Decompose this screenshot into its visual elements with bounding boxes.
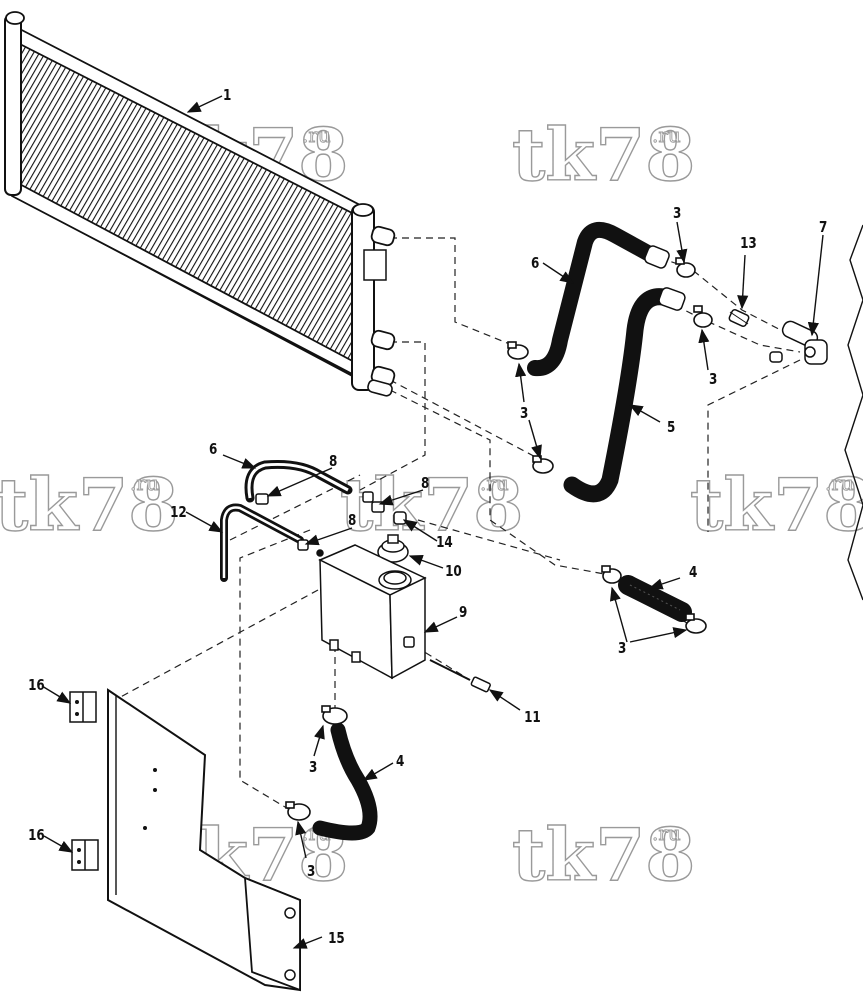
elbow-fitting xyxy=(769,320,828,365)
callout-15: 15 xyxy=(328,930,345,948)
clamp xyxy=(685,613,707,634)
svg-text:.ru: .ru xyxy=(480,471,509,495)
watermark: tk78 .ru xyxy=(689,461,863,547)
small-fittings xyxy=(255,491,407,557)
clamp xyxy=(693,305,713,328)
watermark: tk78 .ru xyxy=(511,111,696,197)
callout-16: 16 xyxy=(28,677,45,695)
callout-5: 5 xyxy=(667,419,675,437)
callout-3: 3 xyxy=(309,759,317,777)
svg-text:.ru: .ru xyxy=(130,471,159,495)
radiator-pipe xyxy=(367,225,396,397)
callout-16: 16 xyxy=(28,827,45,845)
clamp xyxy=(601,565,622,584)
shroud-panel xyxy=(107,688,301,992)
svg-text:.ru: .ru xyxy=(825,471,854,495)
clamp xyxy=(532,455,554,474)
callout-8: 8 xyxy=(348,512,356,530)
callout-8: 8 xyxy=(329,453,337,471)
watermark: tk78 .ru xyxy=(339,461,524,547)
small-fitting xyxy=(297,539,309,551)
svg-text:tk78: tk78 xyxy=(340,462,523,547)
hose-formed-upper xyxy=(527,221,670,377)
clamp xyxy=(675,257,696,278)
hinge-bracket xyxy=(71,839,99,871)
callout-10: 10 xyxy=(445,563,462,581)
small-fitting xyxy=(362,491,374,503)
leader-lines xyxy=(41,95,824,949)
callout-6: 6 xyxy=(209,441,217,459)
callout-3: 3 xyxy=(307,863,315,881)
hinge-bracket xyxy=(69,691,97,723)
reservoir-tank xyxy=(318,544,427,680)
hose-formed-small xyxy=(244,460,353,503)
callout-6: 6 xyxy=(531,255,539,273)
callout-13: 13 xyxy=(740,235,757,253)
callout-4: 4 xyxy=(689,564,697,582)
svg-text:tk78: tk78 xyxy=(690,462,863,547)
svg-text:tk78: tk78 xyxy=(512,812,695,897)
radiator xyxy=(4,11,396,397)
small-fitting xyxy=(255,493,269,505)
callout-3: 3 xyxy=(709,371,717,389)
callout-8: 8 xyxy=(421,475,429,493)
hose-straight-right xyxy=(618,575,692,622)
watermark: tk78 .ru xyxy=(511,811,696,897)
level-sensor xyxy=(429,659,491,693)
hose-long xyxy=(563,287,686,503)
break-line xyxy=(844,224,863,601)
filler-cap xyxy=(377,534,409,563)
callout-11: 11 xyxy=(524,709,541,727)
nipple xyxy=(393,511,407,525)
svg-text:tk78: tk78 xyxy=(0,462,178,547)
callout-3: 3 xyxy=(673,205,681,223)
callout-1: 1 xyxy=(223,87,231,105)
callout-9: 9 xyxy=(459,604,467,622)
svg-text:.ru: .ru xyxy=(652,123,681,147)
callout-3: 3 xyxy=(618,640,626,658)
callout-14: 14 xyxy=(436,534,453,552)
svg-text:.ru: .ru xyxy=(652,821,681,845)
clamp xyxy=(507,341,529,360)
bleed-valve xyxy=(728,308,750,328)
callouts: 1 6 3 13 7 3 3 5 6 8 8 8 12 14 10 4 9 3 … xyxy=(28,87,827,948)
hose-straight-lower xyxy=(312,722,378,841)
overflow-pipe xyxy=(220,503,304,582)
callout-3: 3 xyxy=(520,405,528,423)
watermark: tk78 .ru xyxy=(0,461,179,547)
callout-7: 7 xyxy=(819,219,827,237)
callout-12: 12 xyxy=(170,504,187,522)
callout-4: 4 xyxy=(396,753,404,771)
svg-text:tk78: tk78 xyxy=(512,112,695,197)
svg-text:.ru: .ru xyxy=(302,123,331,147)
clamp xyxy=(285,801,311,821)
clamp xyxy=(321,705,348,725)
